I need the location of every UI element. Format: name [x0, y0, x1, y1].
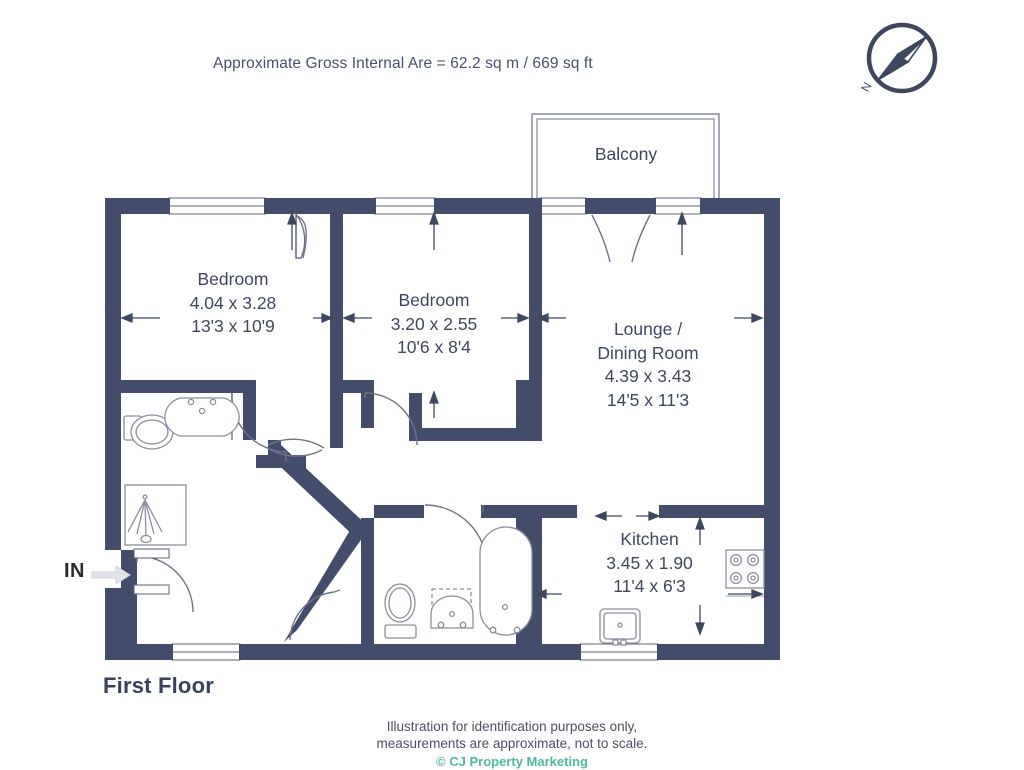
entrance-in-label: IN — [64, 560, 85, 582]
shower-icon — [124, 484, 187, 546]
dimension-arrows — [120, 211, 764, 636]
room-label-lounge-dining: Lounge / Dining Room 4.39 x 3.43 14'5 x … — [597, 319, 699, 410]
sink-icon — [599, 608, 641, 646]
room-label-bedroom-1: Bedroom 4.04 x 3.28 13'3 x 10'9 — [189, 269, 277, 336]
compass-rose-icon — [866, 22, 938, 94]
diagonal-walls — [268, 445, 370, 660]
hob-icon — [725, 549, 765, 589]
balcony-outline — [531, 113, 720, 207]
compass-rose: N — [858, 18, 942, 98]
windows — [165, 197, 705, 661]
footer-line-2: measurements are approximate, not to sca… — [376, 736, 648, 751]
bathroom-basin-icon — [430, 588, 474, 629]
room-label-balcony: Balcony — [594, 144, 658, 164]
footer-line-1: Illustration for identification purposes… — [386, 719, 638, 734]
room-label-kitchen: Kitchen 3.45 x 1.90 11'4 x 6'3 — [606, 529, 693, 596]
floor-title: First Floor — [103, 673, 214, 698]
footer-disclaimer: Illustration for identification purposes… — [0, 718, 1024, 770]
gross-internal-area-note: Approximate Gross Internal Are = 62.2 sq… — [213, 55, 593, 72]
wash-basin-icon — [164, 397, 240, 437]
wc-icon — [123, 414, 174, 450]
entrance-arrow-icon — [91, 565, 131, 585]
footer-copyright: © CJ Property Marketing — [436, 754, 588, 769]
bathroom-wc-icon — [384, 583, 417, 639]
bath-icon — [479, 526, 533, 636]
room-label-bedroom-2: Bedroom 3.20 x 2.55 10'6 x 8'4 — [390, 290, 478, 357]
